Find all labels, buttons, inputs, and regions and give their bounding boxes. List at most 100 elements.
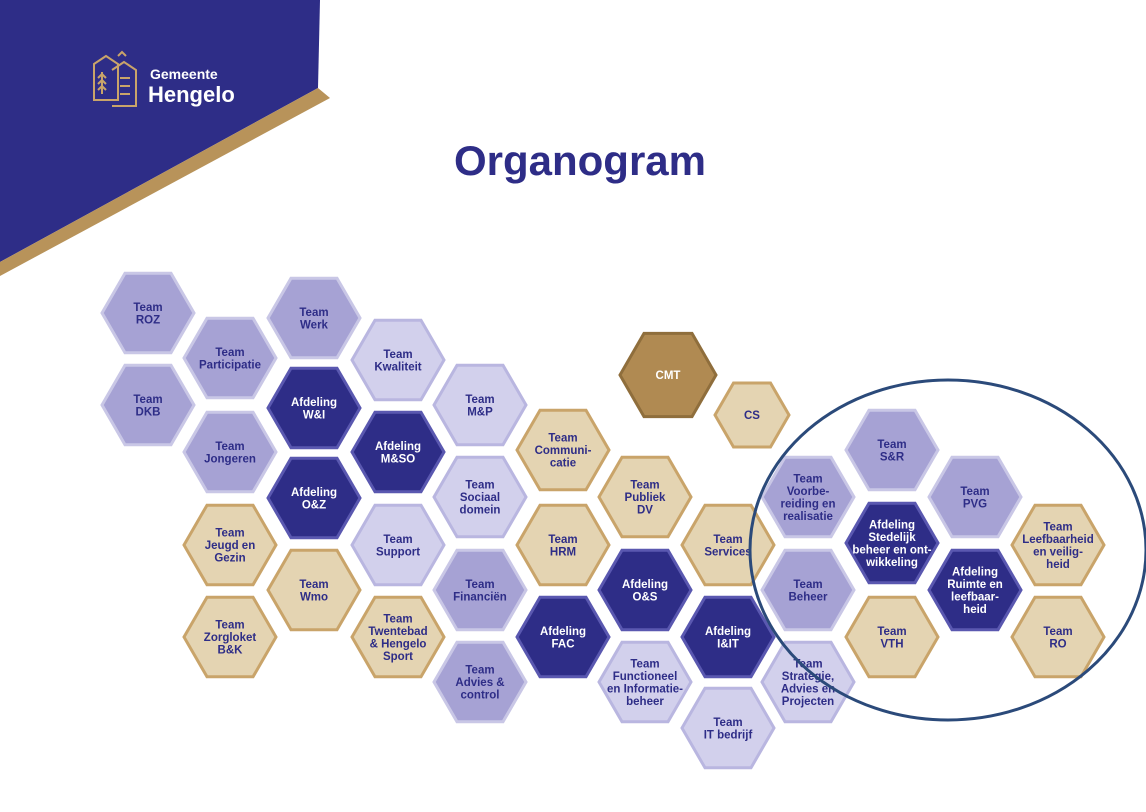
hexagon-label-line: & Hengelo [370,638,427,650]
hexagon-shape [597,548,693,632]
hengelo-emblem-icon [93,50,137,107]
hexagon-shape [515,595,611,679]
hexagon-label-line: heid [963,604,987,616]
hexagon-label-line: Team [383,534,412,546]
hexagon-label-line: Team [299,307,328,319]
hexagon-shape [100,363,196,447]
hexagon-label-line: Beheer [789,591,829,603]
hexagon-label-line: Afdeling [705,626,751,638]
hexagon-shape [927,455,1023,539]
hexagon-label-line: Kwaliteit [374,361,421,373]
hexagon-shape [100,271,196,355]
hexagon-shape [266,366,362,450]
hexagon-label-line: Team [793,658,822,670]
hexagon-shape [1010,503,1106,587]
hexagon-label-line: Sociaal [460,492,500,504]
hexagon-label-line: Afdeling [291,487,337,499]
hexagon-shape [432,640,528,724]
hexagon-shape [432,455,528,539]
hexagon-shape [350,595,446,679]
hexagon-shape [680,686,776,770]
hexagon-shape [760,548,856,632]
hexagon-shape [182,316,278,400]
hexagon-label-line: DKB [136,406,161,418]
logo-text-gemeente: Gemeente [150,66,218,82]
hexagon-shape [182,595,278,679]
hexagon-shape [266,456,362,540]
hexagon-label-line: Participatie [199,359,261,371]
hexagon-label-line: leefbaar- [951,591,999,603]
hexagon-shape [844,595,940,679]
hexagon-label-line: catie [550,458,576,470]
hexagon-label-line: Team [215,620,244,632]
hexagon-label-line: Afdeling [540,626,586,638]
hexagon-label-line: O&Z [302,499,326,511]
hexagon-label-line: Sport [383,651,413,663]
hexagon-label-line: M&SO [381,453,416,465]
hexagon-label-line: Afdeling [375,441,421,453]
hexagon-label-line: Jongeren [204,453,256,465]
hexagon-label-line: Afdeling [869,519,915,531]
hexagon-shape [760,640,856,724]
logo-text-hengelo: Hengelo [148,82,235,107]
hexagon-shape [182,503,278,587]
hexagon-label-line: Services [704,546,751,558]
hexagon-shape [350,410,446,494]
highlight-ellipse [748,378,1146,722]
hexagon-shape [266,276,362,360]
hexagon-label-line: FAC [552,638,575,650]
hexagon-shape [713,381,791,449]
hexagon-label-line: W&I [303,409,325,421]
header-banner [0,0,330,276]
hexagon-label-line: Team [215,528,244,540]
hexagon-shape [515,408,611,492]
hexagon-label-line: VTH [881,638,904,650]
hexagon-label-line: Afdeling [622,579,668,591]
hexagon-label-line: Team [713,534,742,546]
hexagon-label-line: Team [133,394,162,406]
hexagon-shape [927,548,1023,632]
hexagon-label-line: Team [215,441,244,453]
hexagon-shape [760,455,856,539]
hexagon-shape [432,363,528,447]
hexagon-label-line: Team [793,579,822,591]
hexagon-label-line: domein [460,505,501,517]
hexagon-shape [680,595,776,679]
hexagon-label-line: Advies & [455,677,504,689]
hexagon-shape [618,331,718,419]
hexagon-label-line: Team [133,302,162,314]
hexagon-label-line: Stedelijk [868,532,916,544]
hexagon-label-line: Zorgloket [204,632,257,644]
hexagon-label-line: Voorbe- [787,486,830,498]
hexagon-shape [597,455,693,539]
hexagon-label-line: Team [1043,626,1072,638]
hexagon-label-line: Ruimte en [947,579,1003,591]
hexagon-label-line: S&R [880,451,905,463]
hexagon-label-line: Functioneel [613,671,678,683]
hexagon-label-line: Team [465,579,494,591]
hexagon-label-line: Team [465,394,494,406]
hexagon-label-line: B&K [218,645,244,657]
